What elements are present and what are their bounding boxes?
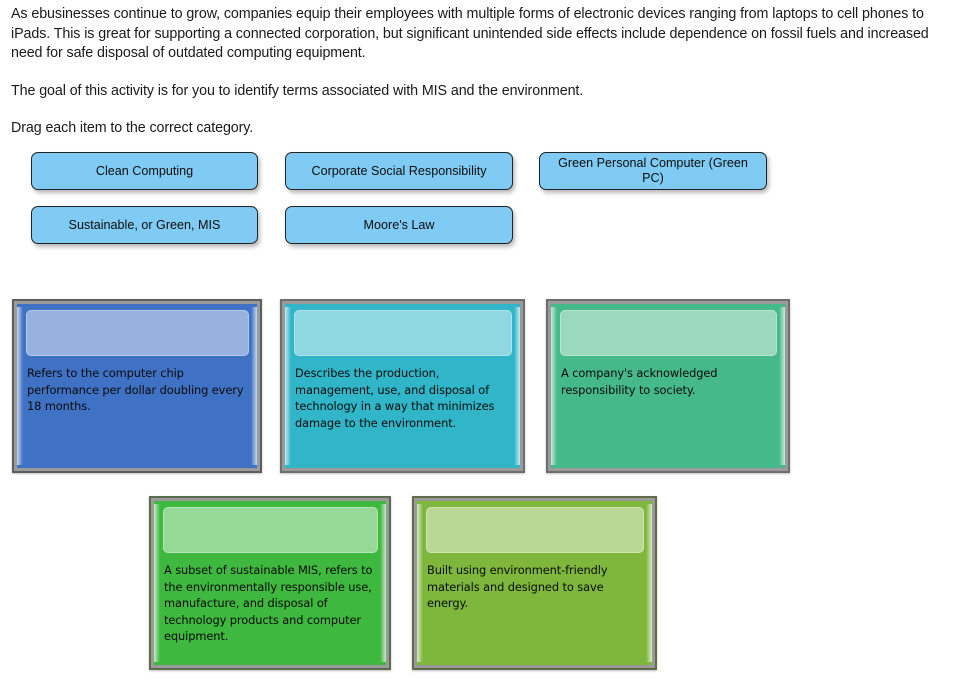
drop-zone-card-2-body: Describes the production, management, us…	[285, 304, 520, 468]
drop-zone-card-5-slot[interactable]	[426, 507, 644, 553]
intro-paragraph-1: As ebusinesses continue to grow, compani…	[11, 6, 929, 61]
drop-zone-card-2-slot[interactable]	[294, 310, 512, 356]
drop-zone-card-2-description: Describes the production, management, us…	[295, 366, 495, 430]
drag-instruction: Drag each item to the correct category.	[11, 120, 254, 136]
drop-zone-card-1-slot[interactable]	[26, 310, 249, 356]
drop-zone-card-1[interactable]: Refers to the computer chip performance …	[12, 299, 262, 473]
draggable-term-sustainable-green-mis[interactable]: Sustainable, or Green, MIS	[31, 206, 258, 244]
draggable-term-moores-law[interactable]: Moore's Law	[285, 206, 513, 244]
draggable-term-green-personal-computer[interactable]: Green Personal Computer (Green PC)	[539, 152, 767, 190]
draggable-term-corporate-social-responsibility[interactable]: Corporate Social Responsibility	[285, 152, 513, 190]
drop-zone-card-5[interactable]: Built using environment-friendly materia…	[412, 496, 657, 670]
drop-zone-card-2[interactable]: Describes the production, management, us…	[280, 299, 525, 473]
drop-zone-card-1-body: Refers to the computer chip performance …	[17, 304, 257, 468]
draggable-term-clean-computing[interactable]: Clean Computing	[31, 152, 258, 190]
drop-zone-card-3-body: A company's acknowledged responsibility …	[551, 304, 785, 468]
drop-zone-card-5-body: Built using environment-friendly materia…	[417, 501, 652, 665]
draggable-term-label: Sustainable, or Green, MIS	[68, 217, 221, 232]
drop-zone-card-4-body: A subset of sustainable MIS, refers to t…	[154, 501, 386, 665]
draggable-term-label: Clean Computing	[95, 163, 194, 178]
drop-zone-card-3[interactable]: A company's acknowledged responsibility …	[546, 299, 790, 473]
drop-zone-card-3-description: A company's acknowledged responsibility …	[561, 366, 718, 397]
drop-zone-card-4[interactable]: A subset of sustainable MIS, refers to t…	[149, 496, 391, 670]
drop-zone-card-4-slot[interactable]	[163, 507, 378, 553]
drop-zone-card-1-description: Refers to the computer chip performance …	[27, 366, 244, 413]
draggable-term-label: Corporate Social Responsibility	[311, 163, 487, 178]
drop-zone-card-5-description: Built using environment-friendly materia…	[427, 563, 608, 610]
draggable-term-label: Moore's Law	[363, 217, 435, 232]
draggable-terms-tray: Clean Computing Corporate Social Respons…	[0, 150, 964, 250]
drop-zone-card-3-slot[interactable]	[560, 310, 777, 356]
intro-paragraph-2: The goal of this activity is for you to …	[11, 82, 584, 99]
activity-intro: As ebusinesses continue to grow, compani…	[11, 0, 951, 139]
draggable-term-label: Green Personal Computer (Green PC)	[558, 156, 748, 185]
drop-zone-card-4-description: A subset of sustainable MIS, refers to t…	[164, 563, 373, 643]
